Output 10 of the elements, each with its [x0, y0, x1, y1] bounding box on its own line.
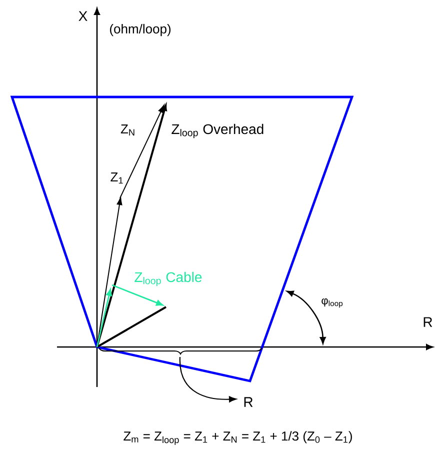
label: Z$_{loop}$ Cable [134, 272, 202, 286]
label: φ$_{loop}$ [322, 298, 343, 308]
label: Z$_{loop}$ Overhead [172, 124, 264, 138]
label: (ohm/loop) [110, 24, 171, 36]
label: X [78, 11, 88, 21]
label: Z$_{N}$ [120, 124, 134, 136]
label: R [244, 397, 253, 407]
label: Z$_{m}$ = Z$_{loop}$ = Z$_{1}$ + Z$_{N}$ = Z$_{1}$ + 1/3 (Z$_{0}$ – Z$_{1}$) [124, 431, 352, 445]
label: R [424, 317, 432, 327]
label: Z$_{1}$ [110, 172, 123, 184]
